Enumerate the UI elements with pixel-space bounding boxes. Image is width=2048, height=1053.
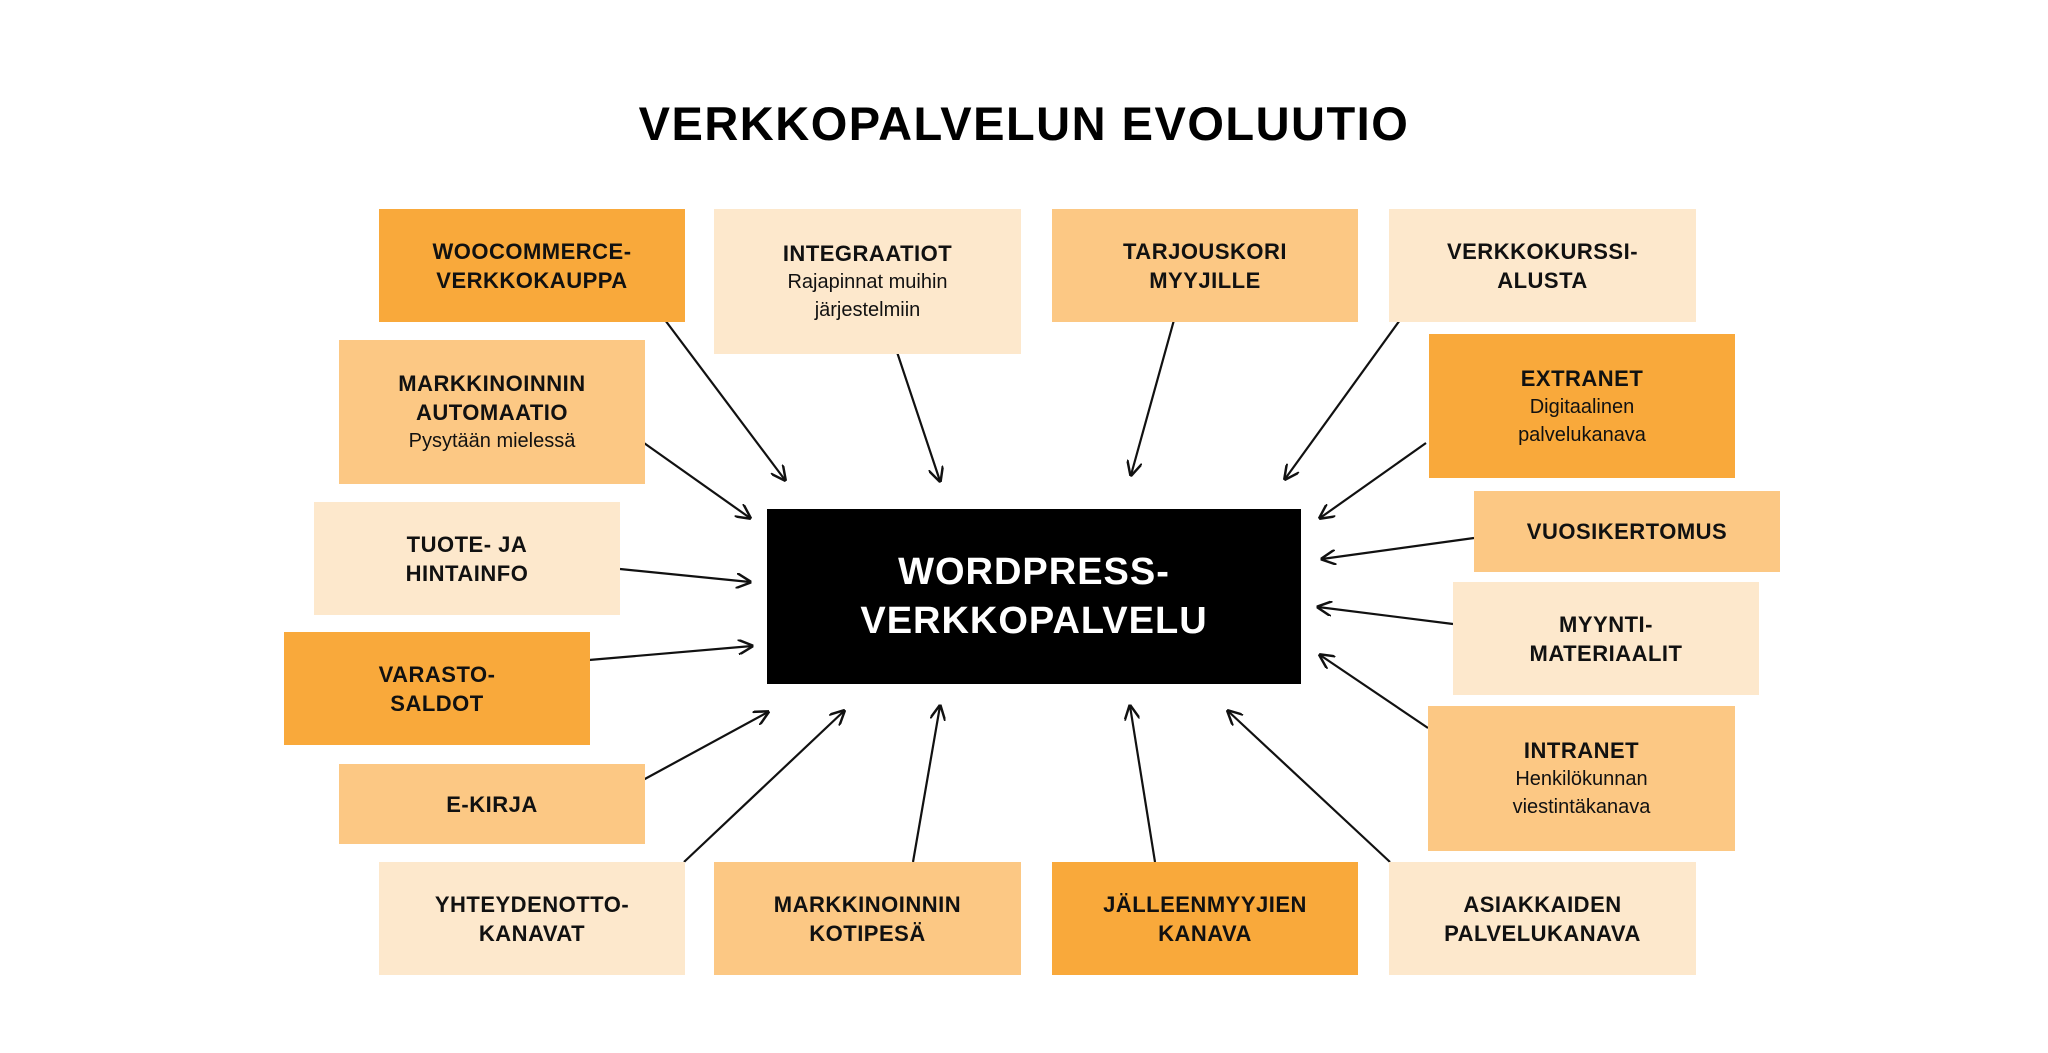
box-title: MARKKINOINNIN AUTOMAATIO: [398, 371, 586, 425]
box-title: MARKKINOINNIN KOTIPESÄ: [773, 891, 962, 946]
arrow-woocommerce: [664, 319, 785, 480]
box-title: VUOSIKERTOMUS: [1526, 519, 1728, 544]
box-title: E-KIRJA: [446, 791, 538, 817]
box-title: VERKKOKURSSI- ALUSTA: [1446, 238, 1639, 293]
box-jalleenmyyjat: JÄLLEENMYYJIEN KANAVA: [1052, 862, 1358, 975]
box-subtitle: Rajapinnat muihin järjestelmiin: [787, 271, 948, 321]
box-title: TARJOUSKORI MYYJILLE: [1123, 238, 1287, 293]
arrow-myynti: [1318, 607, 1454, 626]
arrow-extranet: [1320, 442, 1427, 518]
box-title: TUOTE- JA HINTAINFO: [405, 531, 529, 586]
box-ekirja: E-KIRJA: [339, 764, 645, 844]
box-asiakkaat: ASIAKKAIDEN PALVELUKANAVA: [1389, 862, 1696, 975]
arrow-automaatio: [643, 442, 750, 518]
box-title: EXTRANET: [1520, 365, 1644, 391]
box-title: ASIAKKAIDEN PALVELUKANAVA: [1444, 891, 1641, 946]
box-integraatiot: INTEGRAATIOT Rajapinnat muihin järjestel…: [714, 209, 1021, 354]
arrow-kotipesa: [911, 706, 940, 863]
box-title: YHTEYDENOTTO- KANAVAT: [434, 891, 630, 946]
box-tuote: TUOTE- JA HINTAINFO: [314, 502, 620, 615]
box-title: INTRANET: [1523, 738, 1640, 763]
arrow-yhteydenotto: [683, 711, 844, 863]
arrow-varasto: [588, 646, 752, 662]
box-extranet: EXTRANET Digitaalinen palvelukanava: [1429, 334, 1735, 478]
arrow-vuosikertomus: [1322, 536, 1475, 559]
page-title: VERKKOPALVELUN EVOLUUTIO: [638, 97, 1410, 150]
arrow-verkkokurssi: [1285, 319, 1401, 479]
box-kotipesa: MARKKINOINNIN KOTIPESÄ: [714, 862, 1021, 975]
arrow-tuote: [619, 567, 750, 582]
box-title: JÄLLEENMYYJIEN KANAVA: [1103, 891, 1307, 946]
arrow-asiakkaat: [1228, 711, 1391, 863]
box-tarjouskori: TARJOUSKORI MYYJILLE: [1052, 209, 1358, 322]
arrow-ekirja: [642, 712, 768, 781]
box-myynti: MYYNTI- MATERIAALIT: [1453, 582, 1759, 695]
box-intranet: INTRANET Henkilökunnan viestintäkanava: [1428, 706, 1735, 851]
box-title: MYYNTI- MATERIAALIT: [1529, 611, 1683, 666]
box-title: WOOCOMMERCE- VERKKOKAUPPA: [432, 238, 632, 293]
box-vuosikertomus: VUOSIKERTOMUS: [1474, 491, 1780, 572]
box-subtitle: Henkilökunnan viestintäkanava: [1512, 768, 1651, 818]
box-verkkokurssi: VERKKOKURSSI- ALUSTA: [1389, 209, 1696, 322]
arrow-integraatiot: [895, 351, 940, 481]
box-automaatio: MARKKINOINNIN AUTOMAATIO Pysytään mieles…: [339, 340, 645, 484]
box-subtitle: Pysytään mielessä: [408, 430, 576, 452]
arrow-jalleenmyyjat: [1130, 706, 1157, 863]
arrow-intranet: [1320, 655, 1429, 729]
box-title: VARASTO- SALDOT: [378, 661, 496, 716]
box-title: INTEGRAATIOT: [782, 241, 953, 266]
box-woocommerce: WOOCOMMERCE- VERKKOKAUPPA: [379, 209, 685, 322]
box-subtitle: Digitaalinen palvelukanava: [1518, 395, 1646, 446]
box-varasto: VARASTO- SALDOT: [284, 632, 590, 745]
arrow-tarjouskori: [1131, 319, 1176, 475]
box-yhteydenotto: YHTEYDENOTTO- KANAVAT: [379, 862, 685, 975]
center-box-wordpress: WORDPRESS- VERKKOPALVELU: [767, 509, 1301, 684]
